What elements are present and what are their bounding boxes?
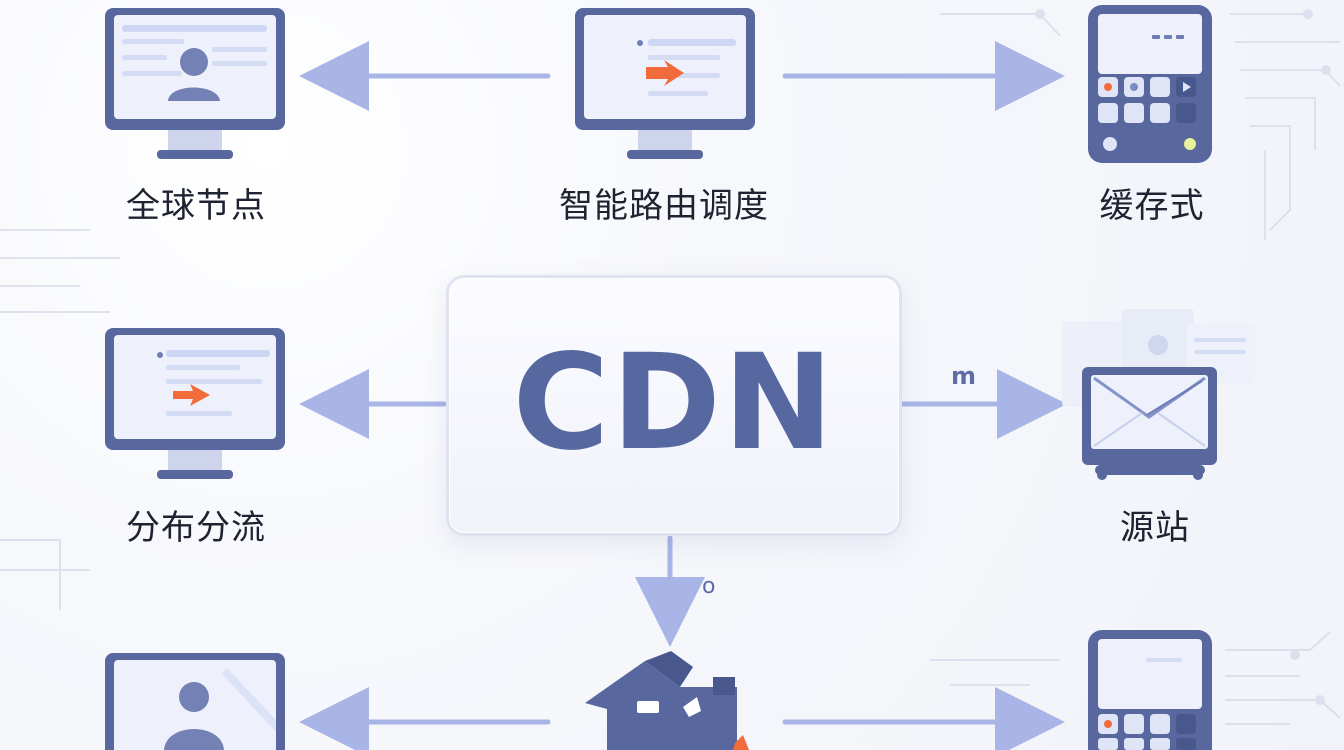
right-arrow-annotation: m [951, 362, 977, 390]
bottom-left-node[interactable] [102, 650, 288, 750]
monitor-user-icon [105, 8, 285, 159]
mail-monitor-icon [1062, 309, 1255, 480]
monitor-arrow-icon [575, 8, 755, 159]
distribution-node[interactable] [102, 325, 288, 487]
origin-node[interactable] [1062, 303, 1257, 489]
down-arrow-annotation: o [702, 574, 716, 599]
smart-routing-label: 智能路由调度 [559, 186, 769, 226]
phone-app-grid-icon [1088, 5, 1212, 163]
smart-routing-node[interactable] [572, 5, 758, 167]
origin-label: 源站 [1120, 508, 1190, 548]
global-nodes-node[interactable] [102, 5, 288, 167]
bottom-center-node[interactable] [585, 651, 755, 750]
cdn-center-box: CDN [446, 275, 902, 536]
global-nodes-label: 全球节点 [126, 186, 266, 226]
bottom-right-node[interactable] [1086, 628, 1218, 750]
distribution-label: 分布分流 [126, 508, 266, 548]
phone-app-grid-icon [1088, 630, 1212, 750]
monitor-user-icon [105, 653, 285, 750]
monitor-arrow-icon [105, 328, 285, 479]
cache-label: 缓存式 [1099, 186, 1205, 226]
house-icon [585, 651, 749, 750]
cdn-title: CDN [512, 326, 836, 480]
cache-node[interactable] [1086, 3, 1218, 169]
